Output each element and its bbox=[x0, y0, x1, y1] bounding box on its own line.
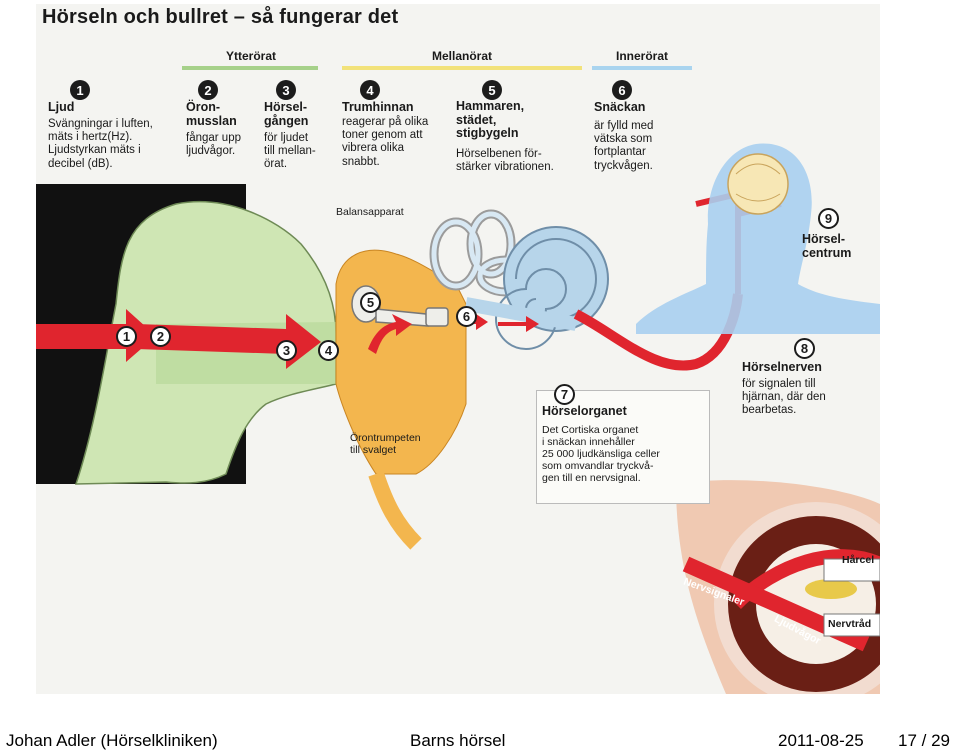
step-8-badge: 8 bbox=[794, 338, 815, 359]
middle-ear-arrow bbox=[368, 314, 412, 354]
label-oerontrumpeten: Örontrumpeten till svalget bbox=[350, 432, 421, 457]
step-2-badge: 2 bbox=[198, 80, 218, 100]
step-4-head: Trumhinnan bbox=[342, 100, 414, 114]
organ-of-corti-magnified bbox=[676, 480, 880, 694]
arrow-badge-1: 1 bbox=[116, 326, 137, 347]
step-4-badge: 4 bbox=[360, 80, 380, 100]
step-6-badge: 6 bbox=[612, 80, 632, 100]
step-7-head: Hörselorganet bbox=[542, 404, 627, 418]
step-1-head: Ljud bbox=[48, 100, 75, 114]
arrow-badge-4: 4 bbox=[318, 340, 339, 361]
section-inneroerat: Innerörat bbox=[615, 49, 668, 63]
footer-title: Barns hörsel bbox=[410, 731, 506, 750]
step-1-text: Svängningar i luften,mäts i hertz(Hz).Lj… bbox=[48, 118, 153, 170]
step-6-head: Snäckan bbox=[594, 100, 646, 114]
step-5-head: Hammaren, städet, stigbygeln bbox=[456, 99, 525, 140]
step-7-box bbox=[536, 390, 710, 504]
step-1-badge: 1 bbox=[70, 80, 90, 100]
label-nervtraadar: Nervtråd bbox=[828, 618, 872, 630]
mellanoerat-bar bbox=[342, 66, 582, 70]
ear-illustration bbox=[36, 66, 880, 694]
arrow-badge-5: 5 bbox=[360, 292, 381, 313]
step-3-head: Hörsel- gången bbox=[264, 100, 309, 129]
arrow-badge-2: 2 bbox=[150, 326, 171, 347]
step-5-badge: 5 bbox=[482, 80, 502, 100]
step-8-head: Hörselnerven bbox=[742, 360, 822, 374]
footer-page: 17 / 29 bbox=[898, 731, 950, 750]
cochlea-arrow bbox=[498, 316, 539, 332]
step-9-badge: 9 bbox=[818, 208, 839, 229]
label-haarceller: Hårcel bbox=[842, 554, 875, 566]
ytteroerat-bar bbox=[182, 66, 318, 70]
section-mellanoerat: Mellanörat bbox=[431, 49, 492, 63]
section-ytteroerat: Ytterörat bbox=[225, 49, 276, 63]
eustachian-tube bbox=[368, 471, 422, 550]
slide-footer: Johan Adler (Hörselkliniken) Barns hörse… bbox=[0, 728, 960, 752]
diagram-title: Hörseln och bullret – så fungerar det bbox=[42, 6, 399, 28]
ear-diagram-poster: Hörseln och bullret – så fungerar det Yt… bbox=[36, 4, 880, 694]
step-9-head: Hörsel- centrum bbox=[802, 232, 852, 261]
step-5-text: Hörselbenen för-stärker vibrationen. bbox=[456, 148, 554, 174]
sound-arrow-1 bbox=[36, 309, 156, 362]
footer-author: Johan Adler (Hörselkliniken) bbox=[6, 731, 218, 750]
sound-arrow-2 bbox=[136, 314, 321, 369]
step-2-head: Öron- musslan bbox=[186, 100, 237, 129]
step-7-badge: 7 bbox=[554, 384, 575, 405]
step-3-badge: 3 bbox=[276, 80, 296, 100]
footer-date: 2011-08-25 bbox=[778, 731, 864, 750]
cochlea bbox=[464, 226, 609, 350]
arrow-badge-3: 3 bbox=[276, 340, 297, 361]
label-balansapparat: Balansapparat bbox=[336, 206, 404, 218]
inneroerat-bar bbox=[592, 66, 692, 70]
arrow-badge-6: 6 bbox=[456, 306, 477, 327]
head-silhouette bbox=[636, 143, 880, 334]
